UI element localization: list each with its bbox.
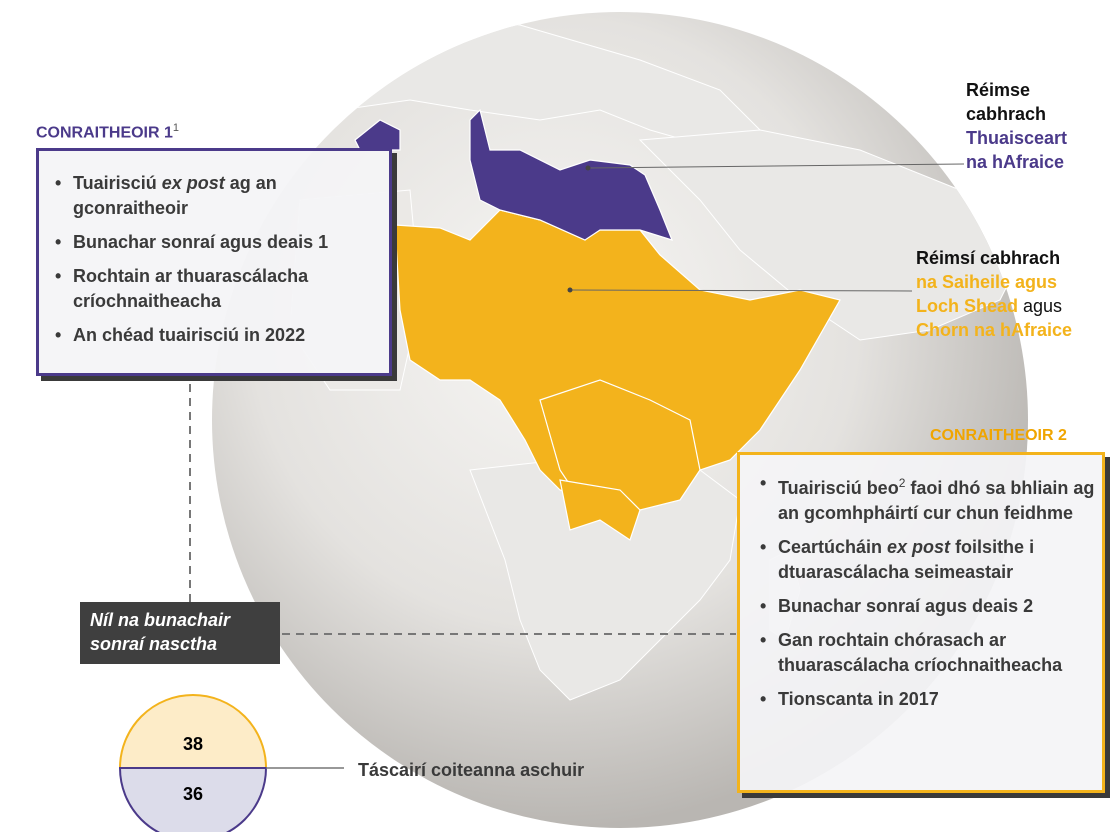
region-north-accent1: Thuaisceart xyxy=(966,128,1068,148)
indicator-top-half xyxy=(118,694,268,769)
region-congo-ext xyxy=(559,479,641,541)
contractor2-item: Bunachar sonraí agus deais 2 xyxy=(756,594,1096,619)
contractor2-item: Gan rochtain chórasach ar thuarascálacha… xyxy=(756,628,1096,678)
indicator-circle: 38 36 xyxy=(118,694,344,832)
indicators-label: Táscairí coiteanna aschuir xyxy=(358,760,585,780)
contractor1-title: CONRAITHEOIR 11 xyxy=(36,122,179,142)
contractor2-box: Tuairisciú beo2 faoi dhó sa bhliain ag a… xyxy=(737,452,1105,793)
contractor1-item: An chéad tuairisciú in 2022 xyxy=(51,323,381,348)
indicator-bottom-value: 36 xyxy=(183,784,203,804)
contractor2-title: CONRAITHEOIR 2 xyxy=(930,427,1067,444)
region-sahel-accent3: Chorn na hAfraice xyxy=(916,320,1073,340)
region-north-accent2: na hAfraice xyxy=(966,152,1065,172)
region-north-line2: cabhrach xyxy=(966,104,1047,124)
sahel-connector-line xyxy=(569,289,913,292)
north-connector-line xyxy=(587,163,965,169)
indicator-top-value: 38 xyxy=(183,734,203,754)
indicator-bottom-half xyxy=(118,767,268,832)
contractor1-item: Bunachar sonraí agus deais 1 xyxy=(51,230,381,255)
unlinked-databases-note: Níl na bunachair sonraí nasctha xyxy=(80,602,280,664)
region-north-line1: Réimse xyxy=(966,80,1031,100)
unlinked-note-line2: sonraí nasctha xyxy=(90,634,218,654)
unlinked-note-line1: Níl na bunachair xyxy=(90,610,231,630)
region-north-label: Réimse cabhrach Thuaisceart na hAfraice xyxy=(966,78,1116,174)
region-sahel-label: Réimsí cabhrach na Saiheile agus Loch Sh… xyxy=(916,246,1116,342)
region-north-africa xyxy=(469,108,674,241)
contractor1-item: Rochtain ar thuarascálacha críochnaithea… xyxy=(51,264,381,314)
region-sahel-connector: agus xyxy=(1018,296,1063,316)
land-middle-east xyxy=(638,129,1028,341)
contractor2-list: Tuairisciú beo2 faoi dhó sa bhliain ag a… xyxy=(756,471,1096,721)
contractor1-title-text: CONRAITHEOIR 1 xyxy=(36,124,173,142)
contractor1-list: Tuairisciú ex post ag an gconraitheoir B… xyxy=(51,171,381,357)
region-sahel-accent2: Loch Shead xyxy=(916,296,1019,316)
contractor2-item: Tuairisciú beo2 faoi dhó sa bhliain ag a… xyxy=(756,471,1096,526)
sahel-connector-dot xyxy=(567,287,573,293)
contractor1-footnote: 1 xyxy=(172,122,180,134)
north-connector-dot xyxy=(585,165,591,171)
contractor1-item: Tuairisciú ex post ag an gconraitheoir xyxy=(51,171,381,221)
contractor2-item: Ceartúcháin ex post foilsithe i dtuarasc… xyxy=(756,535,1096,585)
contractor1-box: Tuairisciú ex post ag an gconraitheoir B… xyxy=(36,148,392,376)
region-sahel-accent1: na Saiheile agus xyxy=(916,272,1058,292)
contractor2-item: Tionscanta in 2017 xyxy=(756,687,1096,712)
region-sahel-line1: Réimsí cabhrach xyxy=(916,248,1061,268)
